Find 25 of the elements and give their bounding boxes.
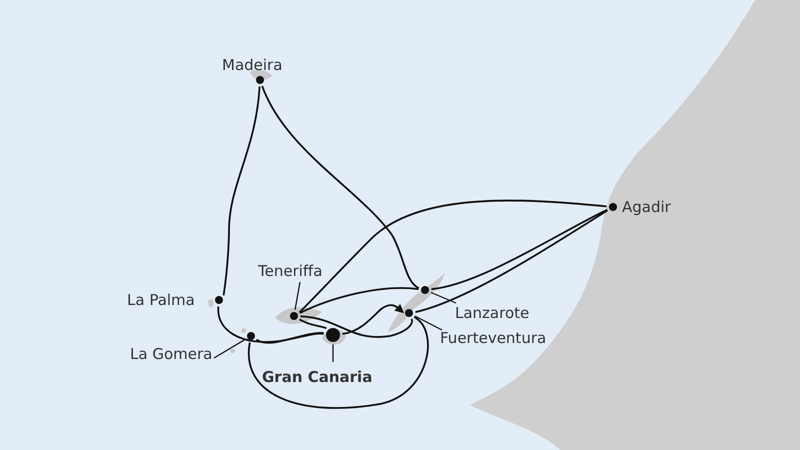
route-line xyxy=(342,304,404,335)
route-line xyxy=(298,200,607,314)
leader-line xyxy=(414,315,442,331)
route-line xyxy=(248,316,429,409)
route-line xyxy=(299,318,327,330)
place-label: La Palma xyxy=(127,291,195,309)
route-line xyxy=(217,306,324,343)
place-label: Madeira xyxy=(222,56,282,74)
route-line xyxy=(256,332,324,344)
place-label: Teneriffa xyxy=(258,262,322,280)
place-label: Fuerteventura xyxy=(440,329,546,347)
leader-line xyxy=(332,344,334,362)
route-line xyxy=(299,287,419,314)
leader-line xyxy=(430,292,456,304)
route-line xyxy=(431,209,608,290)
route-line xyxy=(261,86,420,289)
leader-line xyxy=(294,282,301,310)
route-line xyxy=(415,210,608,313)
place-label: Agadir xyxy=(622,198,671,216)
route-line xyxy=(300,315,413,338)
place-label: La Gomera xyxy=(130,345,212,363)
place-label: Lanzarote xyxy=(455,304,530,322)
leader-line xyxy=(214,338,246,359)
place-label: Gran Canaria xyxy=(262,368,372,386)
route-line xyxy=(222,86,260,296)
